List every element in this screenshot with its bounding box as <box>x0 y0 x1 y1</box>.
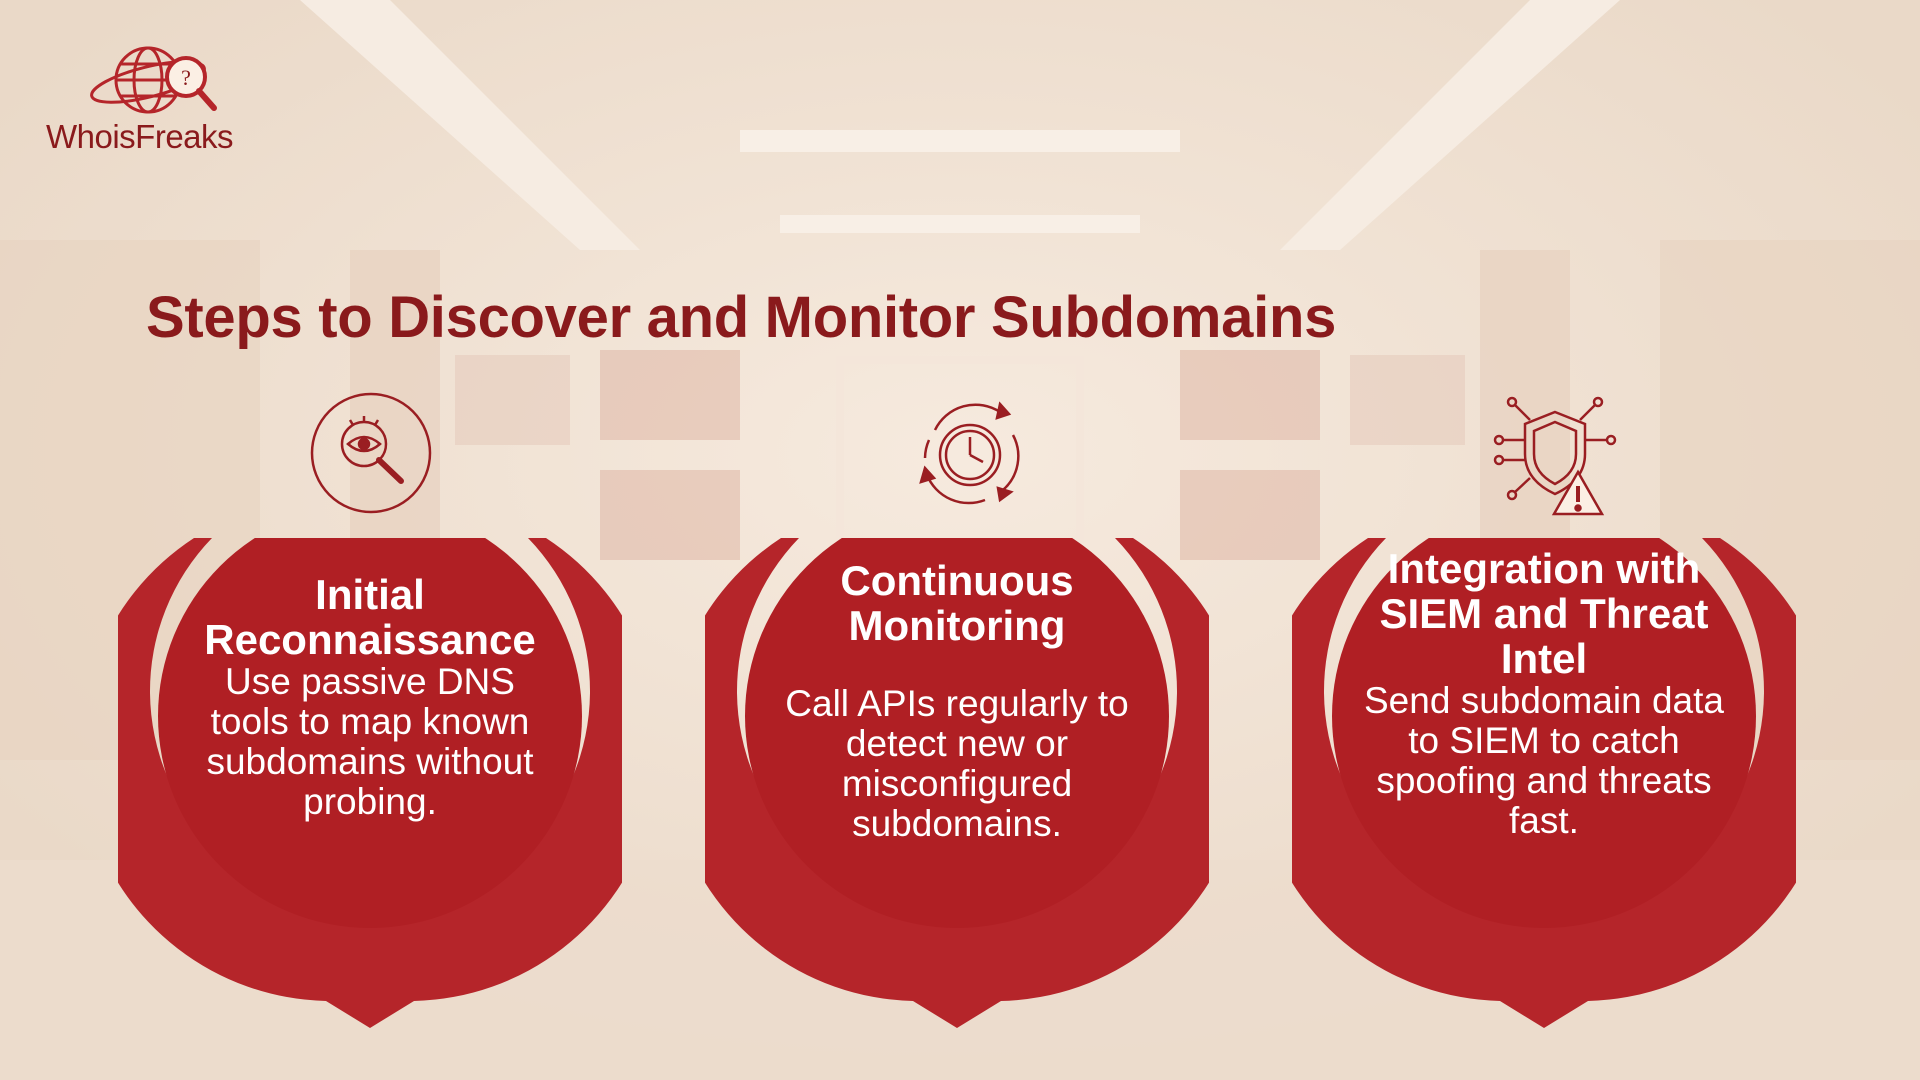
eye-magnifier-icon <box>310 392 432 514</box>
step-3-title: Integration with SIEM and Threat Intel <box>1379 545 1709 682</box>
step-2-title: Continuous Monitoring <box>840 557 1074 649</box>
page-title: Steps to Discover and Monitor Subdomains <box>146 285 1337 350</box>
step-3-description: Send subdomain data to SIEM to catch spo… <box>1364 680 1724 841</box>
whoisfreaks-logo-icon: ? <box>90 46 217 114</box>
step-1-title: Initial Reconnaissance <box>204 571 536 663</box>
step-card-initial-reconnaissance: Initial Reconnaissance Use passive DNS t… <box>118 538 622 1028</box>
shield-alert-circuit-icon <box>1493 396 1617 516</box>
step-2-description: Call APIs regularly to detect new or mis… <box>785 683 1129 844</box>
brand-name: WhoisFreaks <box>46 118 234 155</box>
clock-cycle-icon <box>919 401 1020 505</box>
step-1-badge <box>118 538 622 1028</box>
step-card-continuous-monitoring: Continuous Monitoring Call APIs regularl… <box>705 538 1209 1028</box>
step-2-badge <box>705 538 1209 1028</box>
svg-text:?: ? <box>181 65 191 90</box>
step-1-description: Use passive DNS tools to map known subdo… <box>206 661 534 822</box>
step-card-integration-siem: Integration with SIEM and Threat Intel S… <box>1292 538 1796 1028</box>
step-3-badge <box>1292 538 1796 1028</box>
